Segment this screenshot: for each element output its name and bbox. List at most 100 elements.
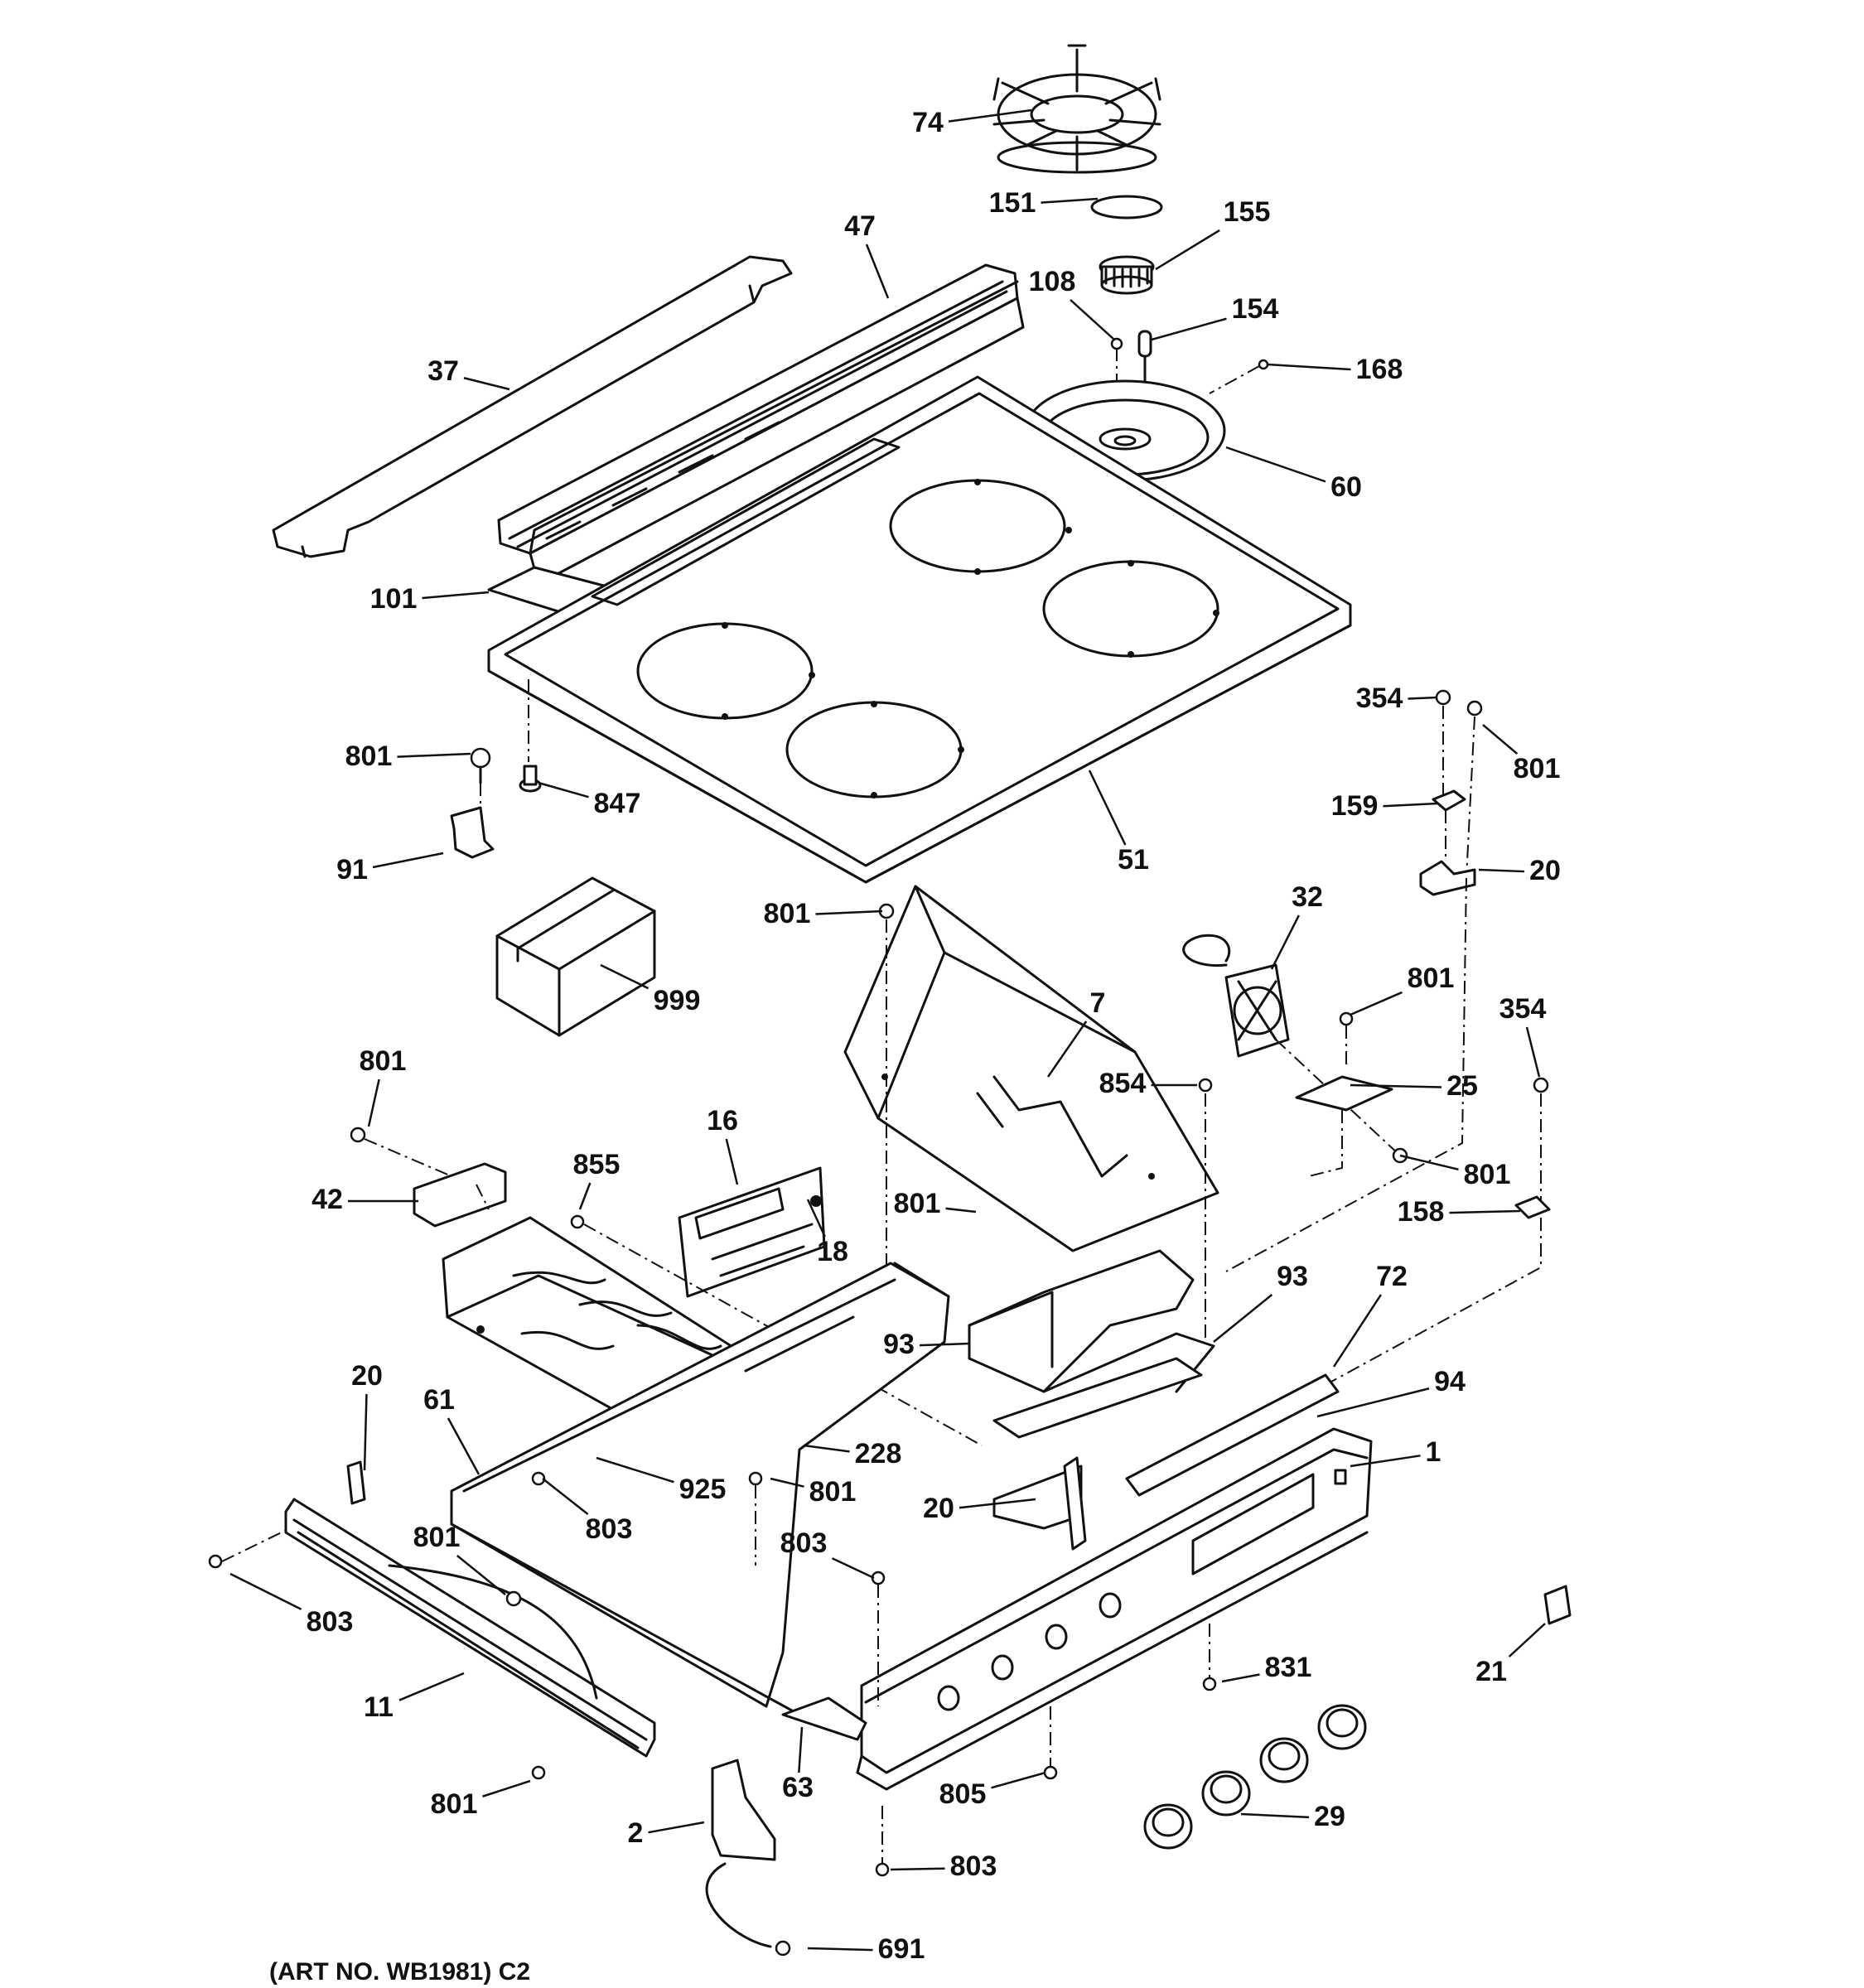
callout-label: 801 bbox=[360, 1045, 407, 1077]
leader-line-803 bbox=[542, 1478, 589, 1515]
leader-line-93 bbox=[919, 1342, 970, 1347]
callout-42: 42 bbox=[311, 1184, 418, 1215]
knob-29-d bbox=[1317, 1704, 1367, 1750]
callout-801: 801 bbox=[413, 1522, 506, 1595]
leader-line-801 bbox=[1482, 724, 1519, 755]
mount-clip-847 bbox=[519, 765, 542, 793]
callout-label: 151 bbox=[989, 187, 1036, 219]
screw-354-top bbox=[1435, 689, 1451, 706]
screw-803-low bbox=[875, 1862, 890, 1877]
callout-7: 7 bbox=[1046, 987, 1105, 1078]
callout-25: 25 bbox=[1350, 1070, 1478, 1102]
callout-228: 228 bbox=[803, 1438, 902, 1469]
callout-label: 354 bbox=[1356, 683, 1403, 714]
callout-37: 37 bbox=[427, 355, 510, 391]
igniter bbox=[1137, 330, 1152, 383]
limit-switch-159 bbox=[1432, 789, 1466, 812]
callout-803: 803 bbox=[542, 1478, 632, 1545]
leader-line-72 bbox=[1332, 1294, 1382, 1368]
callout-925: 925 bbox=[596, 1456, 726, 1505]
callout-label: 20 bbox=[351, 1360, 383, 1392]
callout-label: 93 bbox=[1277, 1261, 1308, 1292]
callout-label: 2 bbox=[628, 1817, 644, 1849]
leader-line-803 bbox=[831, 1557, 875, 1580]
callout-label: 354 bbox=[1499, 993, 1547, 1025]
screw-803-mid bbox=[871, 1571, 886, 1585]
knob-29-c bbox=[1259, 1737, 1309, 1783]
callout-label: 32 bbox=[1292, 881, 1323, 913]
callout-91: 91 bbox=[336, 852, 444, 885]
leader-line-801 bbox=[397, 752, 471, 758]
screw-854 bbox=[1198, 1078, 1213, 1093]
callout-label: 803 bbox=[950, 1850, 997, 1882]
callout-label: 801 bbox=[809, 1476, 857, 1508]
callout-11: 11 bbox=[364, 1672, 465, 1723]
callout-label: 847 bbox=[594, 788, 641, 819]
callout-32: 32 bbox=[1270, 881, 1323, 970]
callout-label: 803 bbox=[780, 1527, 828, 1559]
leader-line-801 bbox=[770, 1477, 804, 1488]
leader-line-20 bbox=[1478, 868, 1525, 873]
leader-line-801 bbox=[1399, 1154, 1459, 1171]
callout-18: 18 bbox=[806, 1199, 848, 1267]
leader-line-691 bbox=[807, 1947, 873, 1952]
leader-line-94 bbox=[1316, 1387, 1430, 1418]
callout-801: 801 bbox=[1482, 724, 1560, 784]
callout-label: 801 bbox=[413, 1522, 461, 1553]
callout-61: 61 bbox=[423, 1384, 480, 1475]
callout-label: 25 bbox=[1446, 1070, 1478, 1102]
callout-label: 228 bbox=[855, 1438, 902, 1469]
callout-29: 29 bbox=[1240, 1801, 1345, 1832]
callout-label: 74 bbox=[912, 107, 944, 138]
callout-159: 159 bbox=[1331, 790, 1438, 822]
screw-855 bbox=[570, 1214, 585, 1229]
callout-label: 37 bbox=[427, 355, 459, 387]
callout-16: 16 bbox=[707, 1105, 739, 1185]
callout-691: 691 bbox=[807, 1933, 925, 1965]
callout-154: 154 bbox=[1151, 293, 1278, 341]
leader-line-801 bbox=[945, 1207, 977, 1214]
callout-60: 60 bbox=[1225, 446, 1362, 503]
leader-line-18 bbox=[806, 1199, 826, 1238]
leader-line-74 bbox=[948, 109, 1032, 123]
callout-label: 61 bbox=[423, 1384, 455, 1416]
knob-29-a bbox=[1143, 1803, 1193, 1850]
callout-801: 801 bbox=[1350, 963, 1454, 1016]
leader-line-855 bbox=[578, 1182, 592, 1210]
knob-29-b bbox=[1201, 1770, 1251, 1817]
leader-line-158 bbox=[1449, 1209, 1521, 1214]
callout-168: 168 bbox=[1267, 354, 1403, 385]
callout-158: 158 bbox=[1398, 1196, 1521, 1228]
post-20 bbox=[1063, 1456, 1087, 1551]
callout-805: 805 bbox=[939, 1771, 1046, 1810]
leader-line-108 bbox=[1070, 299, 1115, 340]
leader-line-29 bbox=[1240, 1812, 1310, 1819]
callout-801: 801 bbox=[360, 1045, 407, 1127]
callout-801: 801 bbox=[764, 898, 883, 929]
callout-label: 831 bbox=[1265, 1652, 1312, 1683]
leader-line-32 bbox=[1270, 914, 1300, 970]
screw-831 bbox=[1202, 1677, 1217, 1691]
leader-line-801 bbox=[456, 1555, 506, 1595]
screw-803-left bbox=[531, 1471, 546, 1486]
cooktop-main bbox=[487, 375, 1352, 884]
leader-line-60 bbox=[1225, 446, 1326, 483]
callout-354: 354 bbox=[1356, 683, 1438, 714]
callout-20: 20 bbox=[923, 1493, 1036, 1524]
callout-label: 11 bbox=[364, 1691, 394, 1723]
callout-label: 801 bbox=[764, 898, 811, 929]
callout-label: 72 bbox=[1376, 1261, 1408, 1292]
leader-line-803 bbox=[229, 1572, 302, 1610]
leader-line-168 bbox=[1267, 363, 1351, 371]
screw-168 bbox=[1258, 359, 1269, 370]
leader-line-16 bbox=[725, 1138, 739, 1185]
callout-854: 854 bbox=[1099, 1068, 1197, 1099]
side-bracket-2 bbox=[711, 1759, 776, 1861]
oven-control-board bbox=[678, 1166, 826, 1298]
rocker-switch-21 bbox=[1543, 1585, 1572, 1625]
panel-72 bbox=[992, 1357, 1203, 1439]
callout-label: 51 bbox=[1118, 844, 1149, 876]
callout-label: 93 bbox=[883, 1329, 915, 1360]
